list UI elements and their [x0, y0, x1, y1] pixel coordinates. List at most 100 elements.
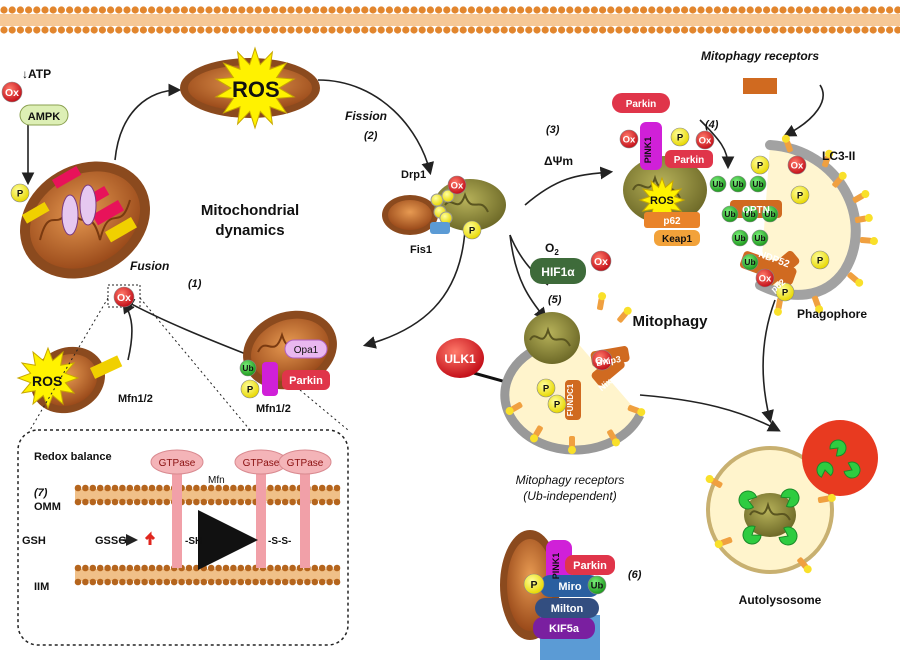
enzyme-7: [816, 461, 834, 478]
p-ndp52: [810, 250, 830, 270]
pink1-top-label: PINK1: [643, 137, 653, 164]
p-damaged-label: P: [247, 384, 254, 395]
mitophagy-receptors-top: Mitophagy receptors: [701, 49, 819, 63]
mfn12-right-label: Mfn1/2: [256, 403, 291, 415]
ox-p62: [755, 268, 775, 288]
ros-mito-lower-left: [16, 346, 123, 414]
ss-label: -S-S-: [268, 536, 291, 547]
p-optn: [790, 185, 810, 205]
ub-indep-label-1: Mitophagy receptors: [516, 473, 625, 487]
p-pink1: [670, 127, 690, 147]
ub-1-label: Ub: [712, 179, 723, 189]
gtpase-1-label: GTPase: [159, 458, 196, 469]
ox-drp1-label: Ox: [451, 180, 464, 191]
p-fused-label: P: [17, 188, 24, 199]
p-p62: [775, 282, 795, 302]
ub-damaged: [239, 359, 257, 377]
arrow-ros-to-fission: [317, 79, 434, 176]
step4-label: (4): [705, 119, 719, 131]
redox-balance-box: [17, 284, 349, 646]
ub-3: [749, 175, 767, 193]
ros-star-top: [180, 46, 320, 130]
ndp52-label: NDP52: [757, 249, 791, 271]
ros-pink-label: ROS: [650, 195, 674, 207]
arrow-parkin: [699, 119, 735, 170]
ampk-label: AMPK: [28, 111, 60, 123]
keap1-box: [654, 230, 700, 246]
gsh-label: GSH: [22, 535, 46, 547]
p62-label: p62: [663, 216, 681, 227]
ox-ampk-label: Ox: [5, 87, 19, 99]
p-optn-label: P: [797, 190, 804, 201]
ox-ampk: [1, 81, 23, 103]
bnip3-label: Bnip3: [595, 354, 621, 368]
fis1-label: Fis1: [410, 244, 432, 256]
dynamics-title-2: dynamics: [215, 222, 284, 239]
dynamics-title-1: Mitochondrial: [201, 202, 299, 219]
ox-bnip3: [591, 349, 613, 371]
arrow-to-receptor-mito: [509, 234, 548, 321]
fused-mitochondrion: [20, 161, 150, 279]
parkin-top-label: Parkin: [626, 99, 657, 110]
p-miro-label: P: [530, 579, 537, 591]
p-fused: [10, 183, 30, 203]
drp1-label: Drp1: [401, 169, 426, 181]
ub-8: [751, 229, 769, 247]
ub-7: [731, 229, 749, 247]
ox-pink1: [619, 129, 639, 149]
ub-6-label: Ub: [764, 209, 775, 219]
step5-label: (5): [548, 294, 562, 306]
enzyme-5: [829, 439, 847, 457]
fusion-step-label: (1): [188, 278, 202, 290]
arrow-to-pink1: [524, 166, 614, 206]
enzyme-2: [780, 488, 800, 508]
kif5a-label: KIF5a: [549, 623, 580, 635]
enzyme-6: [843, 461, 861, 479]
gssg-up-arrow: [144, 531, 156, 545]
membrane-receptor-studs: [505, 134, 878, 574]
fission-mitochondrion: [382, 179, 506, 235]
ub-4: [721, 205, 739, 223]
plasma-membrane-top: [0, 6, 900, 34]
ros-top-label: ROS: [232, 77, 280, 102]
fundc1-label: FUNDC1: [566, 383, 575, 416]
miro-label: Miro: [558, 581, 582, 593]
lc3-label: LC3-II: [822, 149, 855, 163]
p-receptor-2-label: P: [554, 399, 561, 410]
arrow-receptor-auto: [639, 394, 781, 432]
p-fis1-label: P: [469, 225, 476, 236]
ox-parkin-label: Ox: [699, 135, 712, 146]
autolysosome-label: Autolysosome: [739, 593, 822, 607]
ox-parkin: [695, 130, 715, 150]
p62-box: [644, 212, 700, 228]
ub-3-label: Ub: [752, 179, 763, 189]
fission-label: Fission: [345, 109, 387, 123]
gtpase-stalks: [150, 449, 332, 568]
ub-damaged-label: Ub: [242, 363, 253, 373]
p-p62-label: P: [782, 287, 789, 298]
ox-hif-label: Ox: [594, 256, 608, 268]
redox-membranes: [74, 484, 341, 586]
enzyme-4: [778, 526, 798, 546]
arrow-fission-to-damaged: [362, 229, 466, 349]
ox-bnip3-label: Ox: [595, 355, 609, 367]
ub-2-label: Ub: [732, 179, 743, 189]
ub-miro-label: Ub: [591, 580, 604, 591]
arrow-to-ros: [114, 83, 182, 161]
mfn12-left-label: Mfn1/2: [118, 393, 153, 405]
gtpase-2-label: GTPase: [243, 458, 280, 469]
p-ndp52-label: P: [817, 255, 824, 266]
fusion-label: Fusion: [130, 259, 169, 273]
enzyme-1: [738, 490, 758, 510]
p-receptor-2: [547, 394, 567, 414]
p-ub-chain: [750, 155, 770, 175]
p-miro: [523, 573, 545, 595]
ox-hif: [590, 250, 612, 272]
ub-9: [741, 253, 759, 271]
ub-5: [741, 205, 759, 223]
delta-psi-label: ΔΨm: [544, 154, 573, 168]
ox-fusion-label: Ox: [117, 292, 131, 304]
parkin-transport-label: Parkin: [573, 560, 607, 572]
